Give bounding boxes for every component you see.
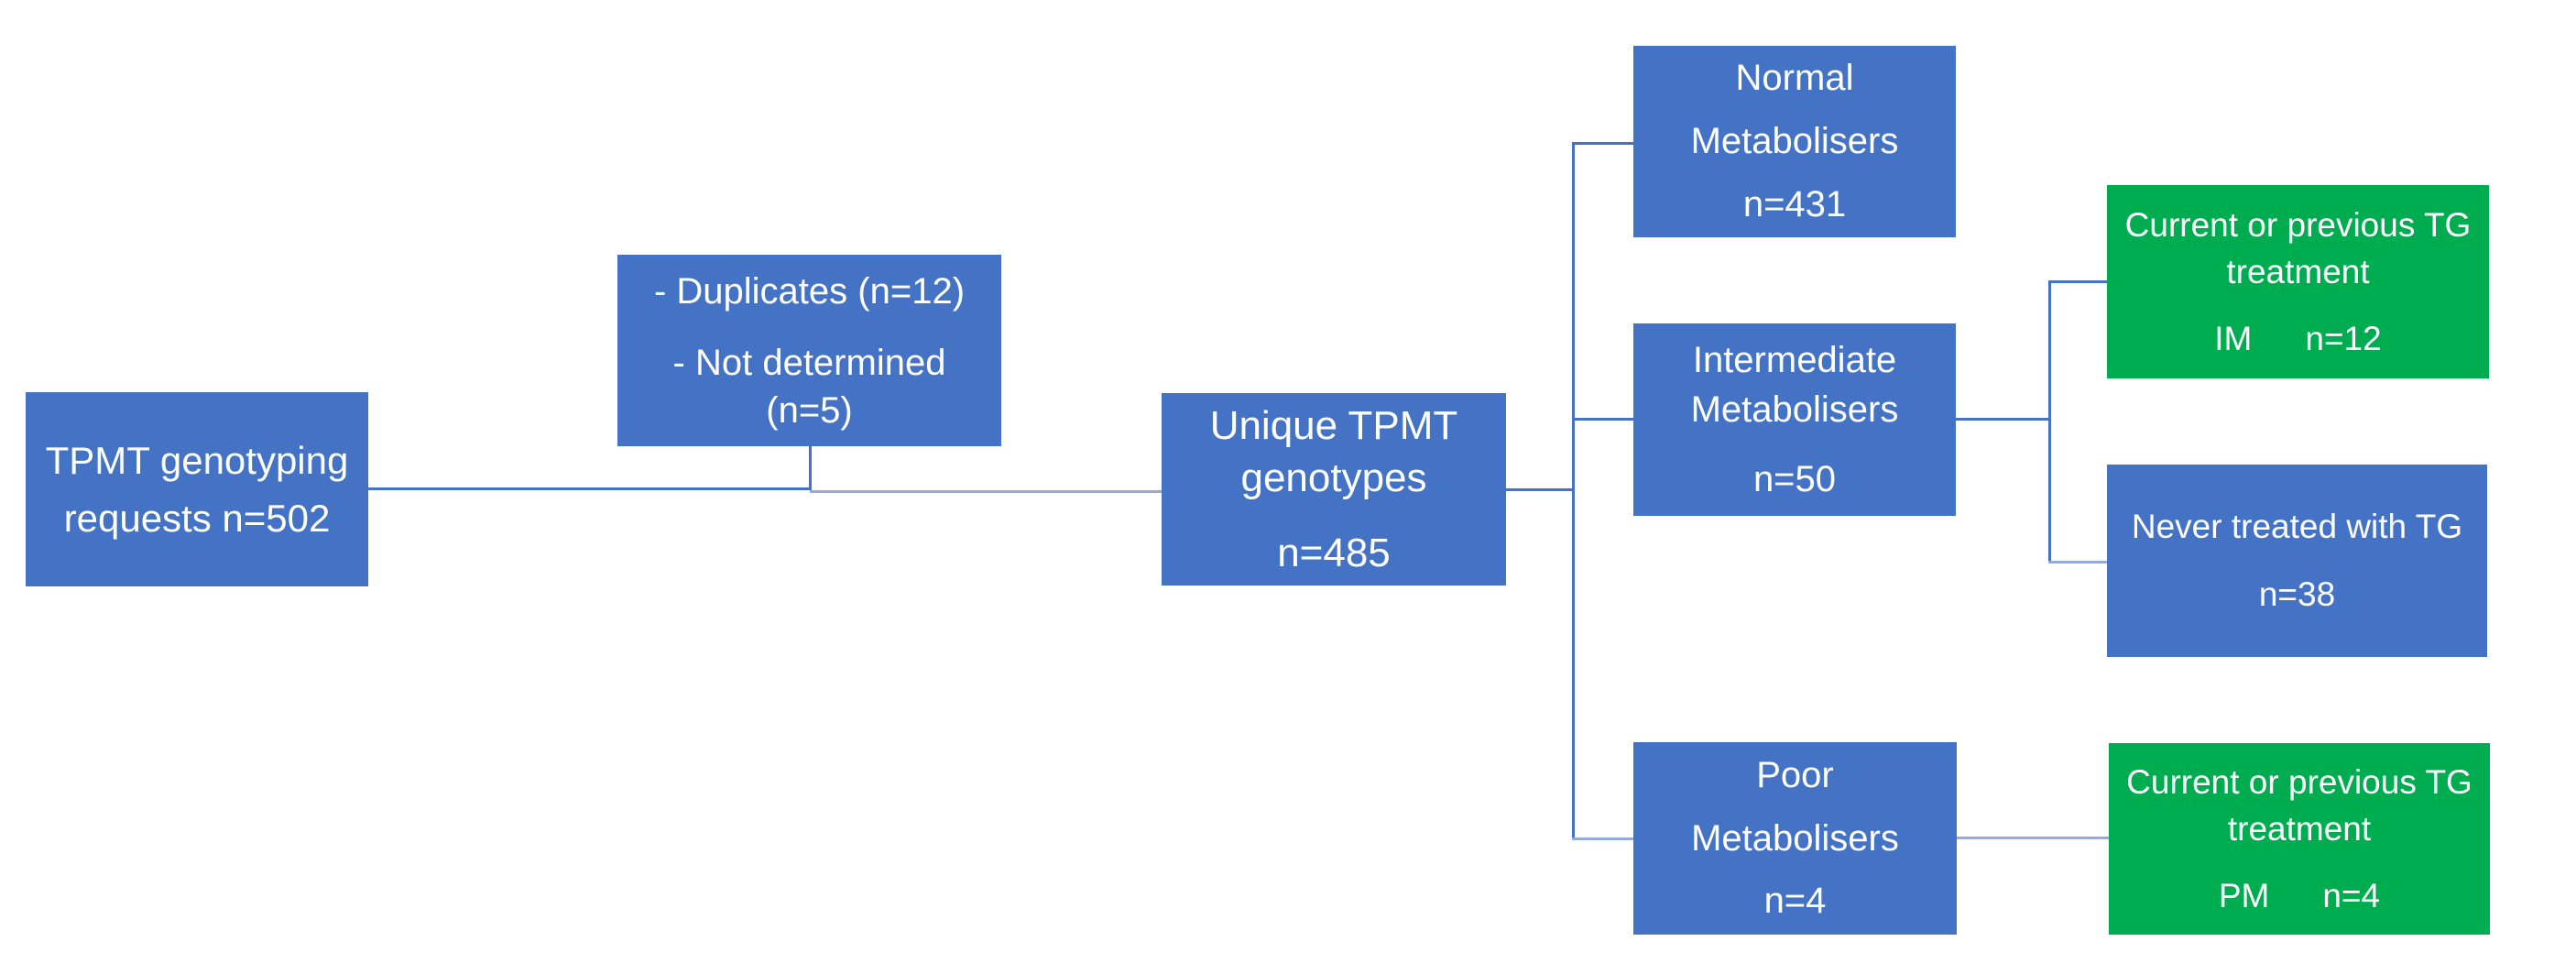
node-text-line: - Duplicates (n=12) [653,270,966,312]
node-text-line: requests n=502 [63,497,331,540]
connector-unique-to-trunk [1506,488,1574,491]
node-count: n=38 [2258,575,2336,614]
node-genotyping-requests: TPMT genotyping requests n=502 [26,392,368,586]
node-text-line: Unique TPMT [1209,403,1458,449]
node-tg-treatment-im: Current or previous TG treatment IM n=12 [2107,185,2489,378]
connector-branch-never [2048,561,2107,564]
node-text-line: Poor [1756,754,1834,795]
connector-branch-poor [1572,837,1633,840]
node-count-row: IM n=12 [2214,315,2381,363]
node-count: n=485 [1277,530,1391,575]
node-unique-genotypes: Unique TPMT genotypes n=485 [1162,393,1506,585]
node-count-row: PM n=4 [2219,872,2380,920]
node-text-line: TPMT genotyping [45,439,349,482]
node-poor-metabolisers: Poor Metabolisers n=4 [1633,742,1957,935]
node-never-treated: Never treated with TG n=38 [2107,465,2487,657]
connector-intermediate-to-trunk2 [1956,418,2050,421]
node-text-line: Normal [1735,58,1854,99]
connector-trunk-treatment [2048,281,2051,564]
node-count: n=50 [1752,459,1837,499]
connector-branch-intermediate [1572,418,1633,421]
node-count: n=4 [1763,881,1827,922]
connector-trunk-metabolisers [1572,142,1575,840]
node-text-line: Intermediate [1692,340,1897,380]
node-text-line: Never treated with TG [2131,508,2463,546]
node-text-line: (n=5) [766,389,853,431]
connector-branch-normal [1572,142,1633,145]
node-count-prefix: IM [2214,319,2253,357]
node-count: n=431 [1742,183,1847,224]
node-text-line: - Not determined [672,342,946,383]
connector-exclusions-drop [809,446,812,490]
node-intermediate-metabolisers: Intermediate Metabolisers n=50 [1633,323,1956,516]
node-tg-treatment-pm: Current or previous TG treatment PM n=4 [2109,743,2490,935]
node-text-line: treatment [2227,810,2372,848]
node-text-line: Metabolisers [1690,389,1899,430]
node-text-line: treatment [2226,253,2370,291]
connector-requests-to-junction [368,487,812,490]
node-text-line: genotypes [1240,455,1427,501]
node-text-line: Current or previous TG [2126,762,2472,801]
connector-poor-to-tg-pm [1957,837,2109,839]
node-text-line: Current or previous TG [2124,205,2472,244]
node-count-prefix: PM [2218,876,2270,914]
node-count: n=12 [2305,319,2382,357]
node-text-line: Metabolisers [1690,121,1899,162]
node-normal-metabolisers: Normal Metabolisers n=431 [1633,46,1956,237]
node-count: n=4 [2322,876,2381,914]
node-exclusions: - Duplicates (n=12) - Not determined (n=… [617,255,1001,446]
connector-branch-tg-im [2048,280,2107,283]
connector-junction-to-unique [810,490,1162,493]
node-text-line: Metabolisers [1691,817,1899,859]
